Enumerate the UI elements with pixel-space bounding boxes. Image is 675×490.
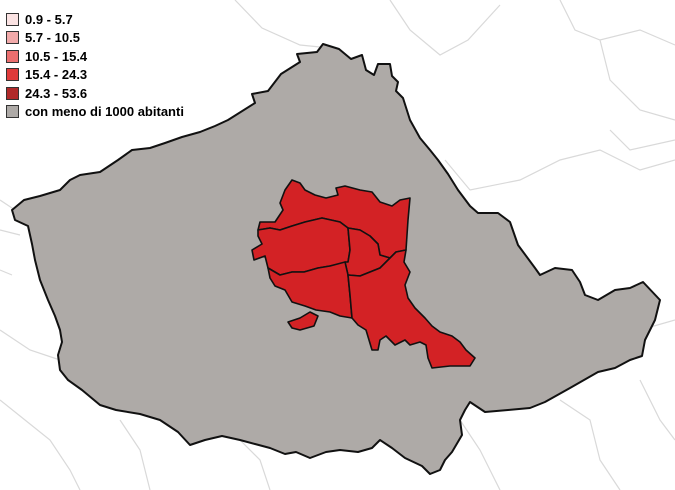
legend-item: 24.3 - 53.6 [6, 84, 184, 103]
legend-swatch [6, 68, 19, 82]
legend-label: 0.9 - 5.7 [25, 11, 73, 27]
legend-swatch [6, 49, 19, 63]
legend-item: 15.4 - 24.3 [6, 66, 184, 85]
legend-label: 10.5 - 15.4 [25, 48, 88, 64]
legend-item: 0.9 - 5.7 [6, 10, 184, 29]
district-southeast [347, 249, 476, 369]
district-enclave [287, 311, 319, 331]
legend-item: 5.7 - 10.5 [6, 29, 184, 48]
legend-label: con meno di 1000 abitanti [25, 104, 184, 120]
legend-label: 5.7 - 10.5 [25, 30, 80, 46]
legend-swatch [6, 105, 19, 119]
legend-swatch [6, 12, 19, 26]
urban-districts [251, 179, 476, 369]
legend-swatch [6, 86, 19, 100]
legend-item: con meno di 1000 abitanti [6, 103, 184, 122]
legend-label: 24.3 - 53.6 [25, 85, 88, 101]
legend-label: 15.4 - 24.3 [25, 67, 88, 83]
map-legend: 0.9 - 5.7 5.7 - 10.5 10.5 - 15.4 15.4 - … [6, 10, 184, 121]
legend-item: 10.5 - 15.4 [6, 47, 184, 66]
legend-swatch [6, 31, 19, 45]
